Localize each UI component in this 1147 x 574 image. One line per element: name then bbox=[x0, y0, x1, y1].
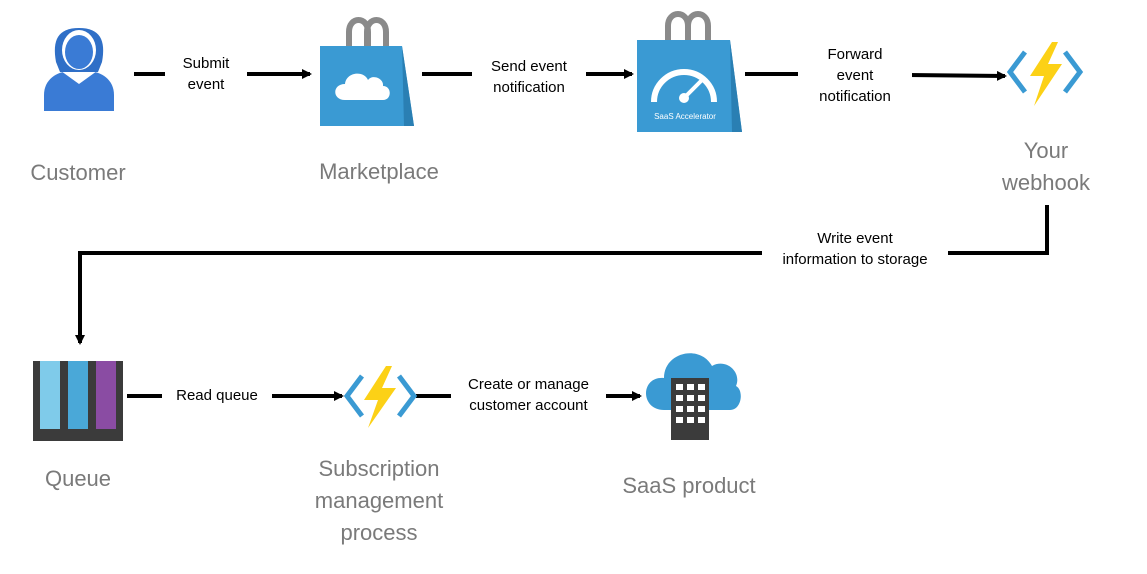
node-label-queue: Queue bbox=[44, 466, 112, 491]
edge-label-read: Read queue bbox=[162, 385, 272, 406]
node-label-saas-product: SaaS product bbox=[622, 473, 756, 498]
edge-label-submit: Submit event bbox=[165, 53, 247, 95]
edge-forward-notification bbox=[745, 70, 1007, 81]
node-label-subscription: Subscription management process bbox=[314, 456, 444, 545]
saas-accelerator-bag-icon: SaaS Accelerator bbox=[637, 11, 742, 132]
node-label-marketplace: Marketplace bbox=[319, 159, 439, 184]
accelerator-icon-text: SaaS Accelerator bbox=[654, 112, 716, 121]
azure-function-icon bbox=[343, 366, 418, 428]
node-label-customer: Customer bbox=[30, 160, 126, 185]
cloud-icon bbox=[335, 73, 390, 100]
gauge-icon bbox=[651, 69, 717, 103]
edge-label-send: Send event notification bbox=[472, 56, 586, 98]
person-icon bbox=[44, 28, 114, 111]
edge-label-create: Create or manage customer account bbox=[451, 374, 606, 416]
azure-function-icon bbox=[1006, 42, 1084, 106]
cloud-building-icon bbox=[646, 353, 741, 440]
edge-write-storage bbox=[75, 205, 1049, 345]
node-label-webhook: Your webhook bbox=[1001, 138, 1091, 195]
queue-icon bbox=[33, 361, 123, 441]
edge-label-forward: Forward event notification bbox=[798, 44, 912, 107]
shopping-bag-icon bbox=[320, 17, 414, 126]
edge-label-write: Write event information to storage bbox=[762, 228, 948, 270]
